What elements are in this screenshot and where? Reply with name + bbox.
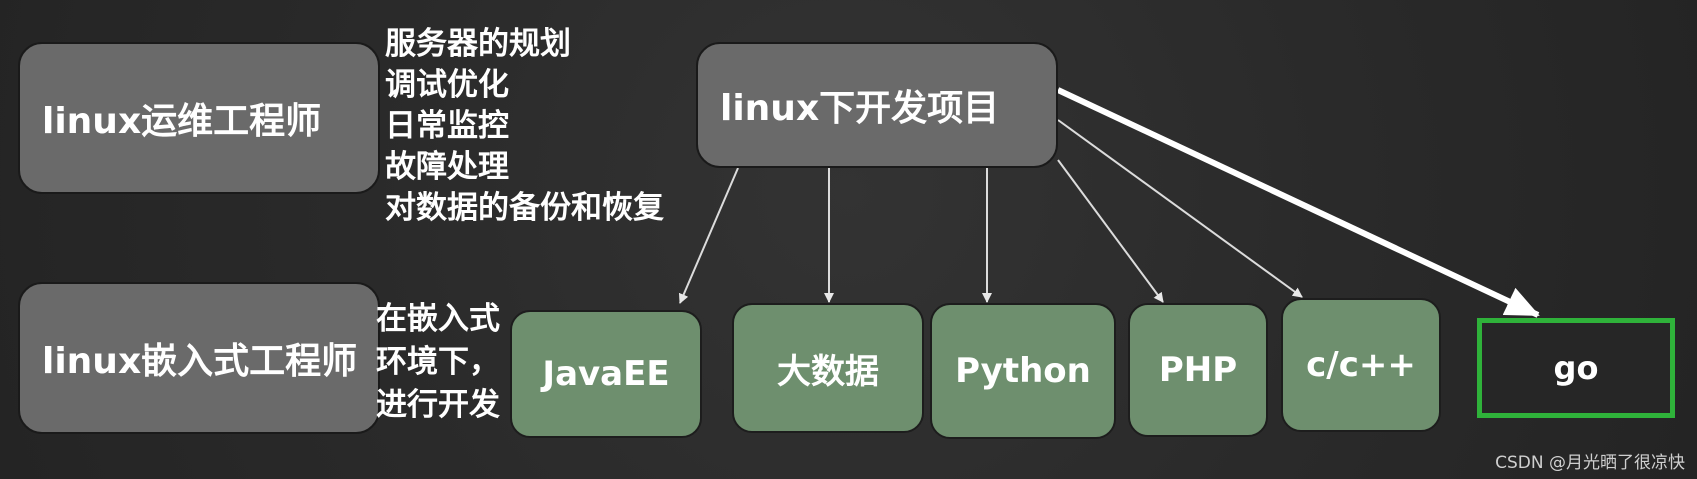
embedded-note-line: 进行开发 [376,387,500,423]
ops-engineer-label: linux运维工程师 [42,101,322,142]
embedded-notes: 在嵌入式 环境下， 进行开发 [376,298,500,427]
arrow-to-javaee [678,167,739,304]
dev-projects-box: linux下开发项目 [696,42,1058,168]
ops-duty-item: 对数据的备份和恢复 [385,190,664,226]
tech-bigdata-label: 大数据 [777,351,879,392]
ops-duty-item: 故障处理 [385,149,509,185]
ops-duties-list: 服务器的规划 调试优化 日常监控 故障处理 对数据的备份和恢复 [385,24,664,229]
dev-projects-label: linux下开发项目 [720,88,1000,129]
tech-python: Python [930,303,1116,439]
tech-javaee: JavaEE [510,310,702,438]
tech-php: PHP [1128,303,1268,437]
arrow-to-go [1056,87,1540,318]
tech-javaee-label: JavaEE [542,354,670,394]
tech-cpp: c/c++ [1281,298,1441,432]
ops-engineer-box: linux运维工程师 [18,42,380,194]
watermark: CSDN @月光晒了很凉快 [1495,453,1685,473]
tech-go-label: go [1553,349,1599,387]
embedded-engineer-box: linux嵌入式工程师 [18,282,380,434]
ops-duty-item: 日常监控 [385,108,509,144]
tech-cpp-label: c/c++ [1306,345,1416,385]
embedded-note-line: 环境下， [376,344,500,380]
ops-duty-item: 服务器的规划 [385,26,571,62]
arrow-to-cpp [1057,119,1303,298]
ops-duty-item: 调试优化 [385,67,509,103]
embedded-engineer-label: linux嵌入式工程师 [42,341,358,382]
arrow-to-php [1057,159,1164,303]
tech-bigdata: 大数据 [732,303,924,433]
tech-go-highlight: go [1477,318,1675,418]
tech-python-label: Python [955,351,1091,391]
embedded-note-line: 在嵌入式 [376,301,500,337]
tech-php-label: PHP [1158,350,1238,390]
